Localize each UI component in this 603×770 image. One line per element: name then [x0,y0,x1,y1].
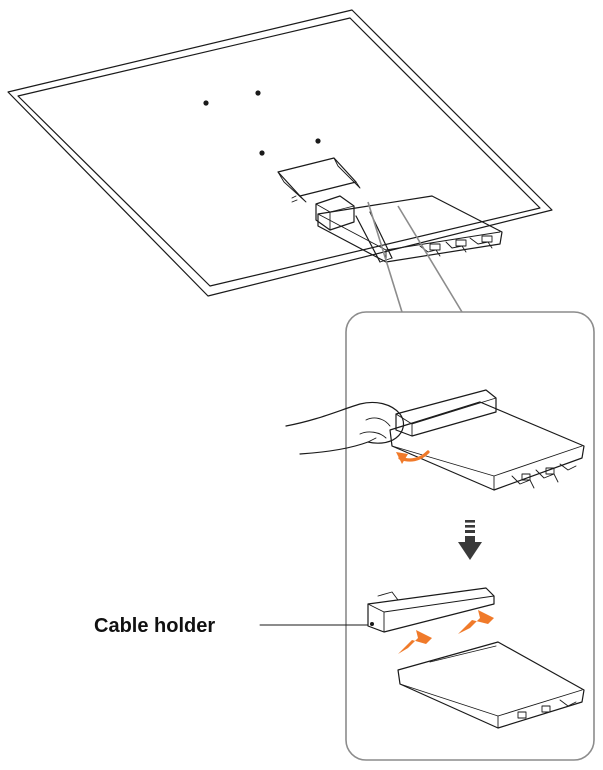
down-arrow-icon [458,520,482,560]
step-2-detach-cable-holder [367,587,585,729]
vesa-holes [203,90,321,156]
cable-holder-label: Cable holder [94,615,215,637]
rotate-arrow-icon [396,450,430,464]
cable-holder-on-monitor [315,195,355,231]
monitor-rear-view [7,9,553,297]
step-1-lift-cable-holder [285,389,585,491]
slide-arrow-icon [398,610,494,654]
cable-holder-callout: Cable holder [94,615,369,637]
zoom-callout-lines [367,201,463,313]
zoom-detail-panel [345,311,595,761]
hand-icon [285,401,405,455]
